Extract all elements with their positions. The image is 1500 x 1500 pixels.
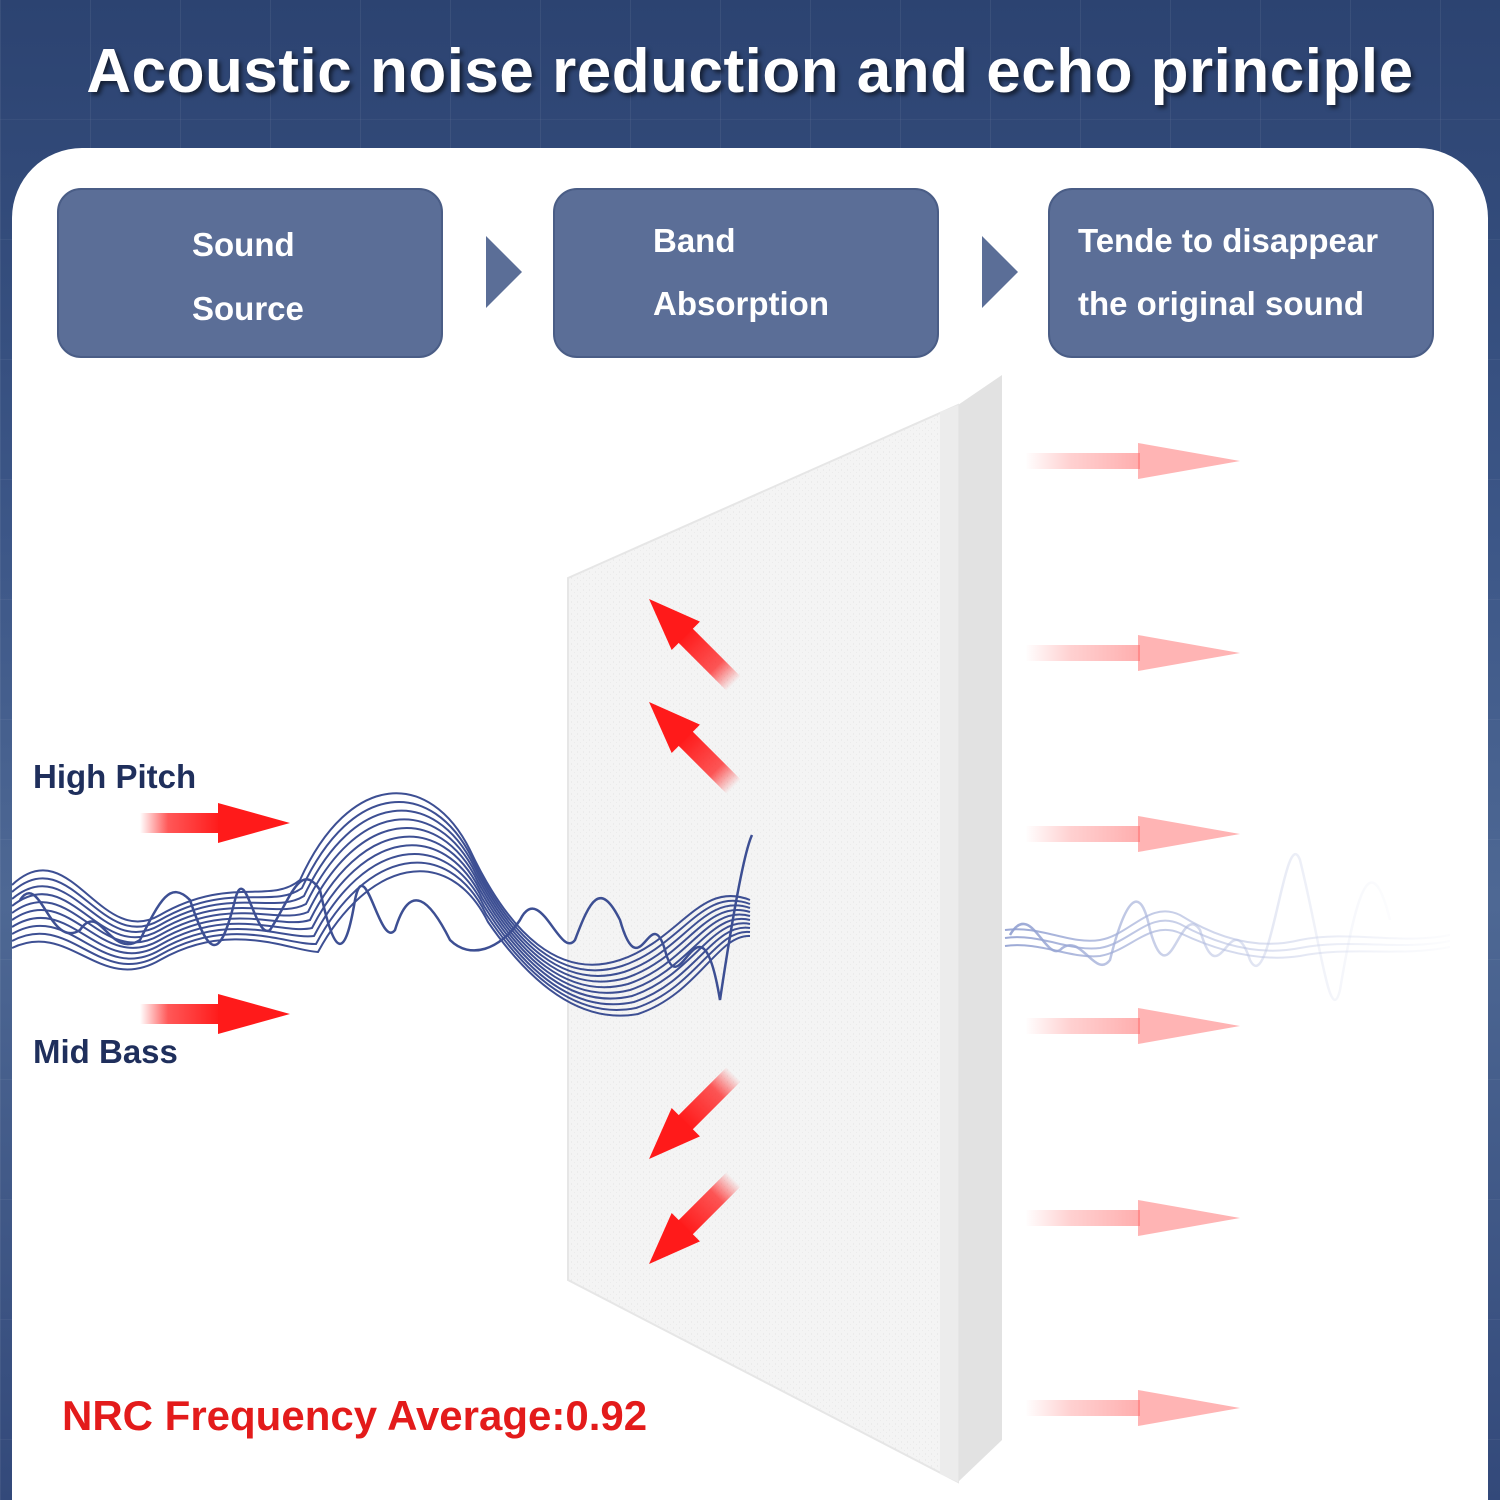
arrow-right-icon bbox=[1025, 635, 1240, 671]
step-band-absorption: Band Absorption bbox=[553, 188, 939, 358]
step-label-line2: Source bbox=[192, 290, 304, 327]
step-label-line1: Sound bbox=[192, 226, 295, 263]
step-label-line1: Band bbox=[653, 222, 736, 259]
reflection-arrow-icon bbox=[649, 702, 741, 794]
arrow-right-icon bbox=[140, 803, 290, 843]
nrc-average-label: NRC Frequency Average:0.92 bbox=[62, 1392, 648, 1439]
mid-bass-label: Mid Bass bbox=[33, 1033, 178, 1070]
transmitted-sound-wave bbox=[1004, 853, 1451, 1001]
incoming-sound-wave bbox=[11, 792, 754, 1017]
reflection-arrow-icon bbox=[649, 599, 741, 691]
chevron-right-icon bbox=[486, 236, 522, 308]
step-label-line1: Tende to disappear bbox=[1078, 222, 1379, 259]
arrow-right-icon bbox=[1025, 816, 1240, 852]
page-title: Acoustic noise reduction and echo princi… bbox=[86, 37, 1414, 106]
arrow-right-icon bbox=[1025, 443, 1240, 479]
acoustic-panel bbox=[567, 375, 1002, 1484]
arrow-right-icon bbox=[140, 994, 290, 1034]
arrow-right-icon bbox=[1025, 1008, 1240, 1044]
chevron-right-icon bbox=[982, 236, 1018, 308]
step-label-line2: Absorption bbox=[653, 285, 829, 322]
step-sound-source: Sound Source bbox=[57, 188, 443, 358]
high-pitch-label: High Pitch bbox=[33, 758, 197, 795]
step-label-line2: the original sound bbox=[1078, 285, 1364, 322]
arrow-right-icon bbox=[1025, 1390, 1240, 1426]
arrow-right-icon bbox=[1025, 1200, 1240, 1236]
step-sound-disappears: Tende to disappear the original sound bbox=[1048, 188, 1434, 358]
reflection-arrow-icon bbox=[649, 1067, 741, 1159]
reflection-arrow-icon bbox=[649, 1172, 741, 1264]
